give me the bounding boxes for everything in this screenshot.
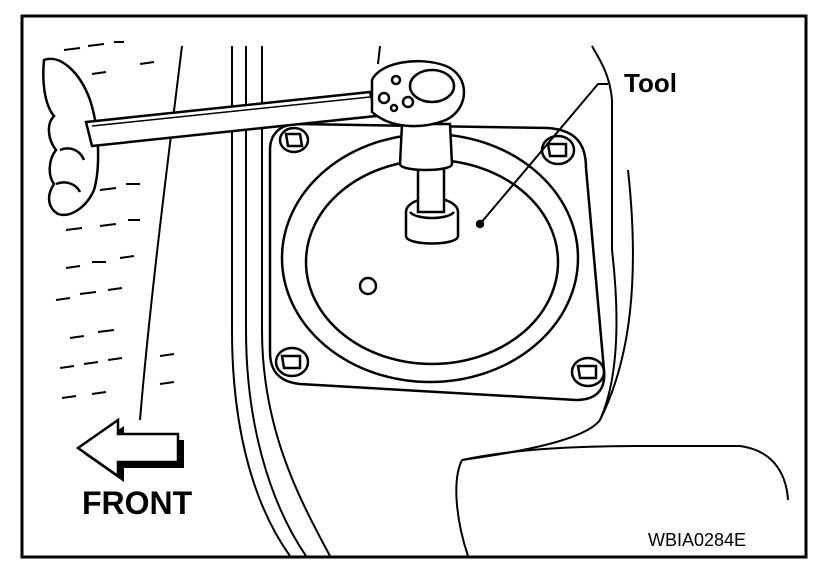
hand: [42, 57, 100, 217]
bolt-top-right: [540, 134, 576, 166]
bolt-top-left: [278, 126, 310, 154]
flange-plate: [268, 122, 606, 402]
bolt-bottom-right: [570, 356, 606, 388]
tool-leader-line: [479, 83, 608, 225]
bolt-bottom-left: [274, 346, 310, 378]
socket-extension: [398, 122, 460, 245]
tool-label: Tool: [624, 68, 677, 98]
ratchet-wrench: [84, 59, 466, 148]
small-hole: [358, 276, 378, 296]
figure-code: WBIA0284E: [648, 530, 746, 550]
front-label: FRONT: [82, 485, 193, 521]
front-arrow-icon: [75, 417, 184, 482]
flange-bolts: [274, 126, 606, 388]
engine-body-contours: [139, 45, 789, 557]
